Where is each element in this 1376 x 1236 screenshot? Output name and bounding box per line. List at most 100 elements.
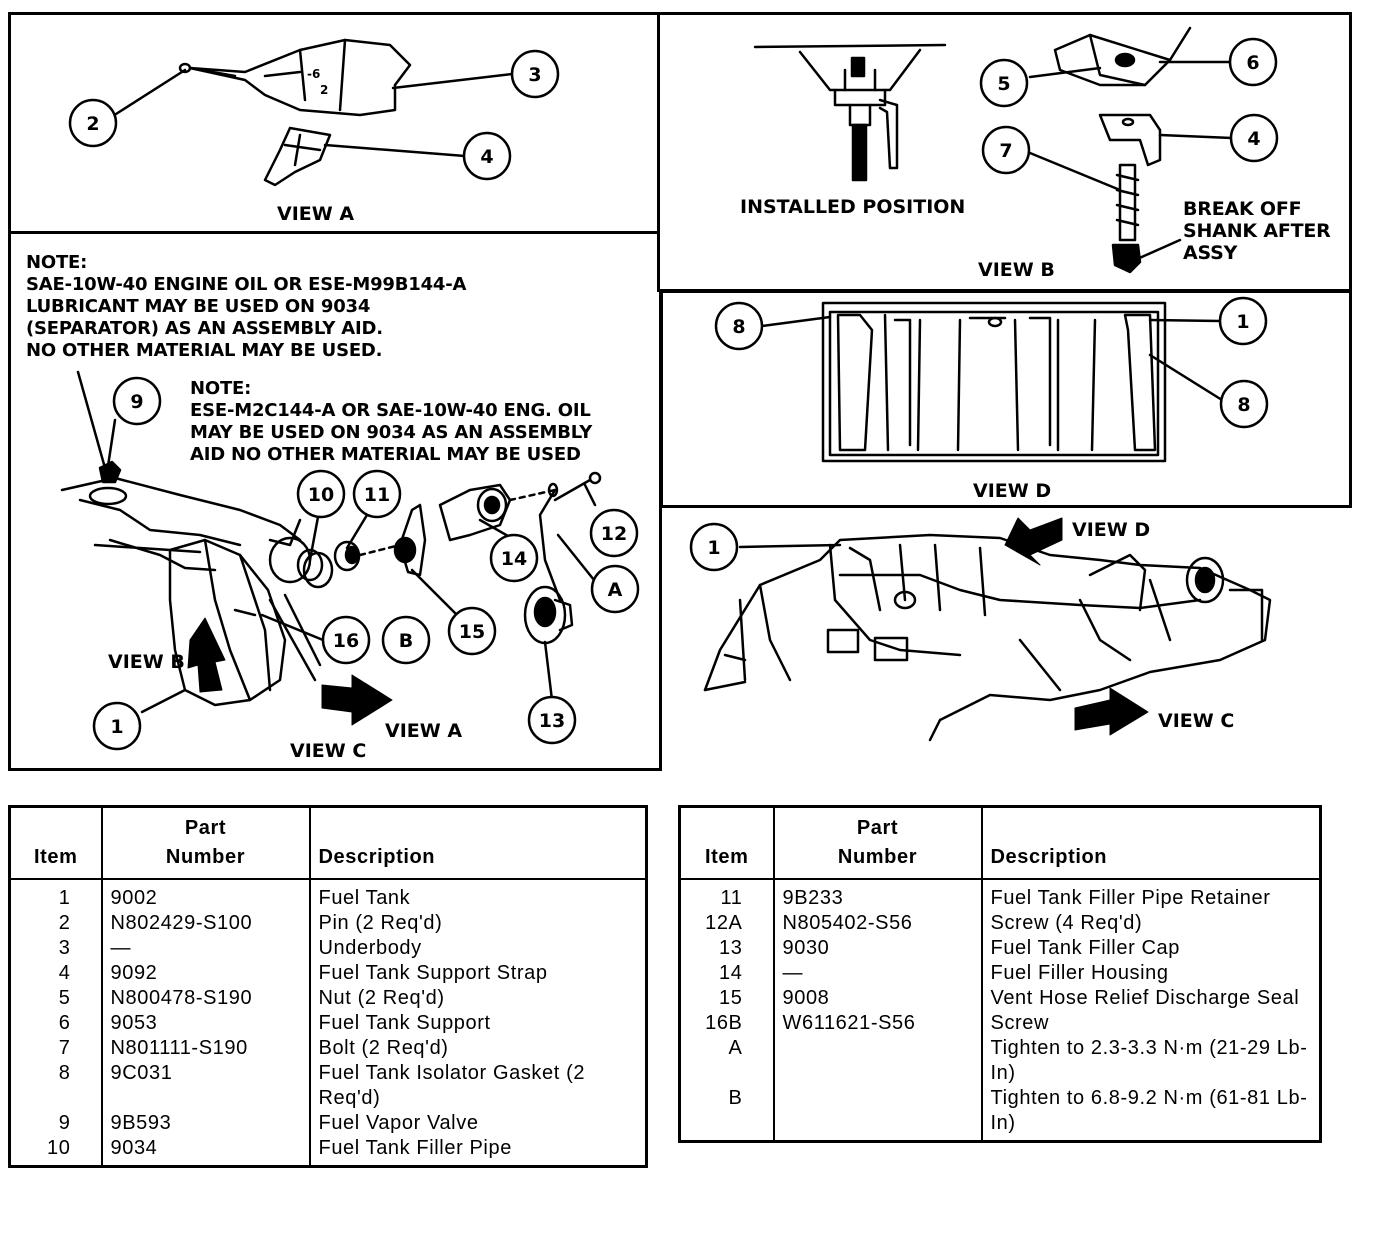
callout-A-text: A <box>608 579 623 601</box>
callout-4-view-a <box>462 131 512 181</box>
label-view-b: VIEW B <box>978 259 1055 281</box>
view-d-arrow <box>1004 517 1063 566</box>
view-labels: VIEW A INSTALLED POSITION VIEW B VIEW D … <box>108 196 1234 762</box>
callout-6-view-b <box>1228 37 1278 87</box>
callout-12-text: 12 <box>601 523 627 545</box>
label-view-d: VIEW D <box>973 480 1051 502</box>
callout-1-main <box>92 701 142 751</box>
svg-text:2: 2 <box>320 83 328 97</box>
callout-8-view-d-right <box>1219 379 1269 429</box>
view-c-arrow-overview <box>1074 687 1149 736</box>
header-part-number: Part Number <box>772 806 982 880</box>
label-view-b-main: VIEW B <box>108 651 185 673</box>
callout-14-text: 14 <box>501 548 527 570</box>
overview-leaders <box>738 543 842 549</box>
callout-8a-text: 8 <box>732 316 745 338</box>
callout-numbers: 2 3 4 5 6 7 4 8 1 8 1 9 10 11 12 A 14 15… <box>86 52 1260 738</box>
view-b-arrow-main <box>187 617 226 693</box>
label-installed-position: INSTALLED POSITION <box>740 196 965 218</box>
callout-8b-text: 8 <box>1237 394 1250 416</box>
callout-1m-text: 1 <box>110 716 123 738</box>
callout-16 <box>321 615 371 665</box>
callout-circles <box>68 37 1279 751</box>
header-item: Item <box>679 806 774 880</box>
callout-15-text: 15 <box>459 621 485 643</box>
callout-5-view-b <box>979 58 1029 108</box>
callout-5-text: 5 <box>997 73 1010 95</box>
overview-vehicle-drawing <box>703 533 1272 742</box>
main-exploded-drawing <box>60 370 602 707</box>
callout-2-view-a <box>68 98 118 148</box>
table-row: 14—Fuel Filler Housing <box>680 961 1321 986</box>
label-view-a-main: VIEW A <box>385 720 462 742</box>
callout-4-view-b <box>1229 113 1279 163</box>
callout-16-text: 16 <box>333 630 359 652</box>
view-b-leaders <box>1028 60 1234 262</box>
label-view-c-main: VIEW C <box>290 740 366 762</box>
view-a-drawing: -6 2 <box>178 38 412 187</box>
view-b-exploded-drawing <box>1053 26 1192 274</box>
note-assembly-aid-2: NOTE: ESE-M2C144-A OR SAE-10W-40 ENG. OI… <box>190 378 593 465</box>
diagram-svg: -6 2 <box>60 26 1279 762</box>
label-view-c-overview: VIEW C <box>1158 710 1234 732</box>
callout-11-text: 11 <box>364 484 390 506</box>
callout-13-text: 13 <box>539 710 565 732</box>
callout-2-text: 2 <box>86 113 99 135</box>
view-a-arrow-main <box>321 674 393 726</box>
callout-7-text: 7 <box>999 140 1012 162</box>
callout-6-text: 6 <box>1246 52 1259 74</box>
callout-10-text: 10 <box>308 484 334 506</box>
view-d-leaders <box>760 315 1224 402</box>
callout-11 <box>352 469 402 519</box>
view-b-installed-drawing <box>753 43 947 182</box>
callout-1-view-d <box>1218 296 1268 346</box>
header-description: Description <box>308 806 647 880</box>
callout-4b-text: 4 <box>1247 128 1260 150</box>
callout-12 <box>589 508 639 558</box>
header-description: Description <box>980 806 1321 880</box>
label-view-a: VIEW A <box>277 203 354 225</box>
main-leaders <box>106 418 597 714</box>
callout-A <box>590 564 640 614</box>
callout-13 <box>527 695 577 745</box>
view-a-leaders <box>114 68 514 158</box>
label-break-off-shank: BREAK OFF SHANK AFTER ASSY <box>1183 198 1331 264</box>
callout-7-view-b <box>981 125 1031 175</box>
callout-1d-text: 1 <box>1236 311 1249 333</box>
header-part-number: Part Number <box>100 806 310 880</box>
note-assembly-aid-1: NOTE: SAE-10W-40 ENGINE OIL OR ESE-M99B1… <box>26 252 467 361</box>
table-row: 3—Underbody <box>10 936 647 961</box>
callout-4-text: 4 <box>480 146 493 168</box>
callout-B <box>381 615 431 665</box>
callout-9-text: 9 <box>130 391 143 413</box>
callout-3-view-a <box>510 49 560 99</box>
view-d-tank-drawing <box>821 301 1167 463</box>
label-view-d-overview: VIEW D <box>1072 519 1150 541</box>
header-item: Item <box>9 806 102 880</box>
svg-text:-6: -6 <box>307 67 320 81</box>
callout-1-overview <box>689 522 739 572</box>
callout-1o-text: 1 <box>707 537 720 559</box>
callout-14 <box>489 533 539 583</box>
callout-3-text: 3 <box>528 64 541 86</box>
